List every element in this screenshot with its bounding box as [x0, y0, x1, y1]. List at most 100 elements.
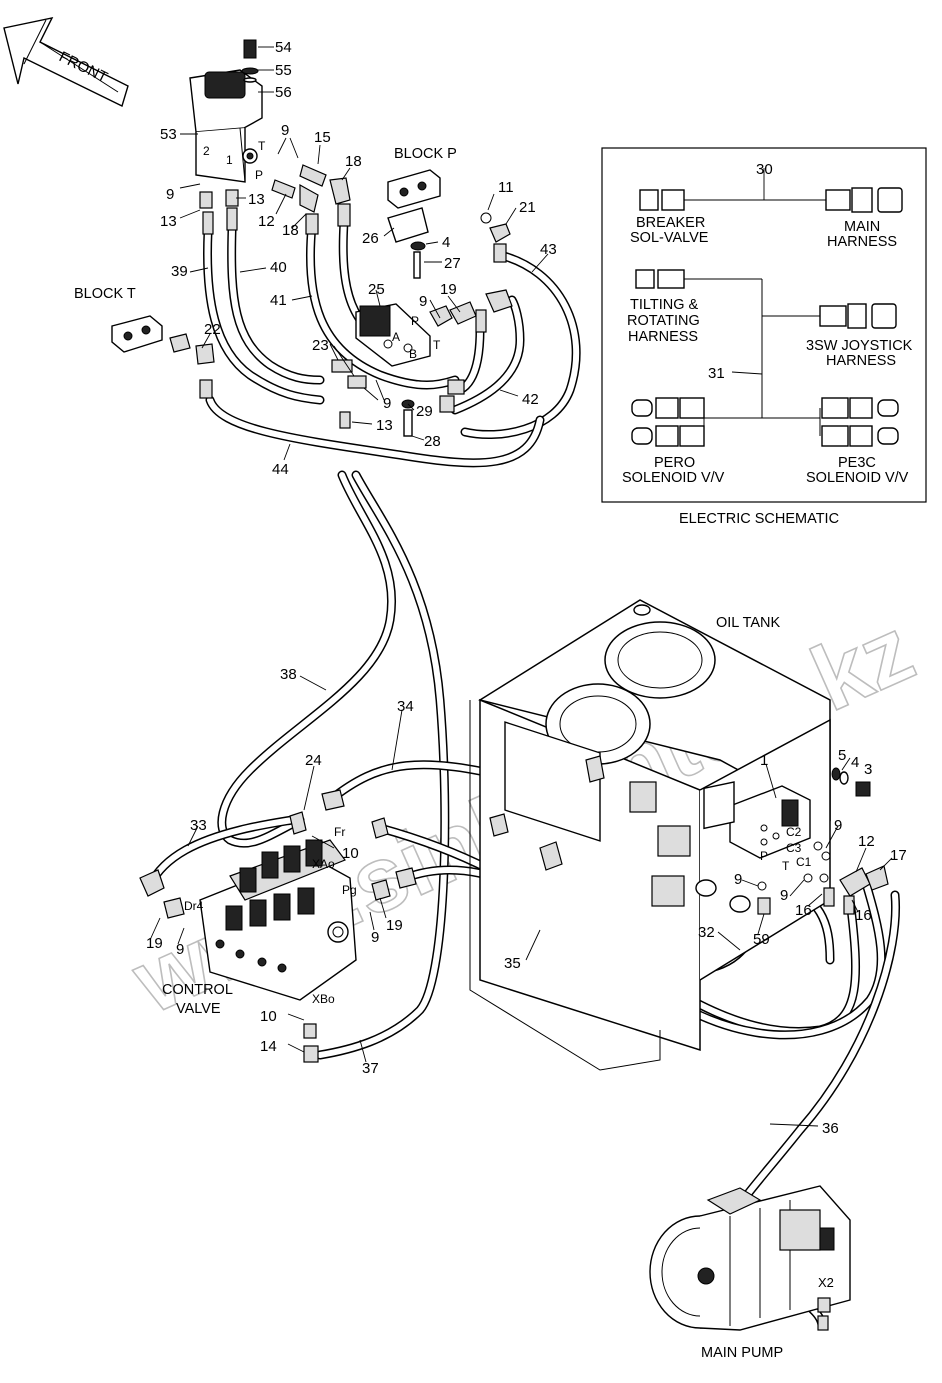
callout: 32 — [698, 924, 715, 941]
callout: 12 — [258, 213, 275, 230]
callout: 19 — [440, 281, 457, 298]
block-t-label: BLOCK T — [74, 286, 136, 302]
callout: 24 — [305, 752, 322, 769]
port-label: Dr4 — [184, 899, 204, 913]
port-label: T — [433, 338, 441, 352]
pero-label-1: PERO — [654, 455, 695, 471]
breaker-label-1: BREAKER — [636, 215, 705, 231]
pero-label-2: SOLENOID V/V — [622, 470, 725, 486]
main-harness-label-1: MAIN — [844, 219, 880, 235]
callout: 18 — [345, 153, 362, 170]
callout: 42 — [522, 391, 539, 408]
callout: 15 — [314, 129, 331, 146]
callout: 9 — [834, 817, 842, 834]
callout: 28 — [424, 433, 441, 450]
port-label: A — [392, 330, 400, 344]
tilting-label-1: TILTING & — [630, 297, 699, 313]
callout: 9 — [281, 122, 289, 139]
callout: 22 — [204, 321, 221, 338]
oil-tank-label: OIL TANK — [716, 615, 781, 631]
port-label: XBo — [312, 992, 335, 1006]
callout: 9 — [176, 941, 184, 958]
port-labels: T P 2 1 P T A B Fr XAo Pg Dr4 XBo C2 C3 … — [184, 139, 834, 1290]
callout: 14 — [260, 1038, 277, 1055]
block-t — [111, 315, 215, 399]
callout: 9 — [780, 887, 788, 904]
callout: 26 — [362, 230, 379, 247]
port-label: Pg — [342, 883, 357, 897]
callout: 44 — [272, 461, 289, 478]
callout: 39 — [171, 263, 188, 280]
callout: 19 — [386, 917, 403, 934]
callout: 34 — [397, 698, 414, 715]
harness-31-label: 31 — [708, 365, 725, 382]
fittings-upper-left — [199, 164, 351, 235]
callout: 21 — [519, 199, 536, 216]
port-label: B — [409, 347, 417, 361]
solenoid-block-1 — [703, 767, 889, 915]
port-label: 1 — [226, 153, 233, 167]
callout: 5 — [838, 747, 846, 764]
tilting-label-3: HARNESS — [628, 329, 698, 345]
callout: 35 — [504, 955, 521, 972]
callout: 17 — [890, 847, 907, 864]
port-label: T — [782, 859, 790, 873]
callout: 4 — [442, 234, 450, 251]
pe3c-label-1: PE3C — [838, 455, 876, 471]
callout: 4 — [851, 754, 859, 771]
callout: 40 — [270, 259, 287, 276]
main-harness-label-2: HARNESS — [827, 234, 897, 250]
callout: 18 — [282, 222, 299, 239]
callout: 3 — [864, 761, 872, 778]
callout: 27 — [444, 255, 461, 272]
callout: 12 — [858, 833, 875, 850]
control-valve — [139, 789, 417, 1063]
callout: 13 — [376, 417, 393, 434]
callout: 54 — [275, 39, 292, 56]
port-label: T — [258, 139, 266, 153]
solenoid-valve-25 — [331, 289, 513, 437]
callout: 9 — [419, 293, 427, 310]
callout: 59 — [753, 931, 770, 948]
callout: 25 — [368, 281, 385, 298]
joystick-label-2: HARNESS — [826, 353, 896, 369]
callout: 9 — [371, 929, 379, 946]
port-label: X2 — [818, 1275, 834, 1290]
callout: 53 — [160, 126, 177, 143]
port-label: P — [760, 849, 768, 863]
callout: 38 — [280, 666, 297, 683]
main-pump — [649, 1185, 851, 1331]
callout: 16 — [795, 902, 812, 919]
breaker-label-2: SOL-VALVE — [630, 230, 709, 246]
callout: 29 — [416, 403, 433, 420]
port-label: P — [255, 168, 263, 182]
callout: 13 — [248, 191, 265, 208]
control-valve-label-2: VALVE — [176, 1001, 221, 1017]
callout: 55 — [275, 62, 292, 79]
pilot-valve-53 — [189, 39, 263, 183]
port-label: C1 — [796, 855, 812, 869]
callout: 9 — [734, 871, 742, 888]
port-label: 2 — [203, 144, 210, 158]
port-label: C2 — [786, 825, 802, 839]
block-p — [387, 169, 511, 279]
port-label: C3 — [786, 841, 802, 855]
schematic-title: ELECTRIC SCHEMATIC — [679, 511, 839, 527]
callout: 10 — [260, 1008, 277, 1025]
component-labels: BLOCK P BLOCK T OIL TANK CONTROL VALVE M… — [74, 146, 913, 1361]
callout: 1 — [760, 752, 768, 769]
callout: 10 — [342, 845, 359, 862]
callout: 37 — [362, 1060, 379, 1077]
tilting-label-2: ROTATING — [627, 313, 700, 329]
electric-schematic — [601, 147, 927, 503]
callout: 56 — [275, 84, 292, 101]
port-label: XAo — [312, 857, 335, 871]
callout: 9 — [166, 186, 174, 203]
callout-numbers: 54 55 56 53 9 15 18 9 12 13 13 18 11 21 … — [146, 39, 907, 1137]
callout: 33 — [190, 817, 207, 834]
callout: 23 — [312, 337, 329, 354]
callout: 41 — [270, 292, 287, 309]
pe3c-label-2: SOLENOID V/V — [806, 470, 909, 486]
port-label: Fr — [334, 825, 345, 839]
front-arrow-icon — [3, 17, 129, 107]
